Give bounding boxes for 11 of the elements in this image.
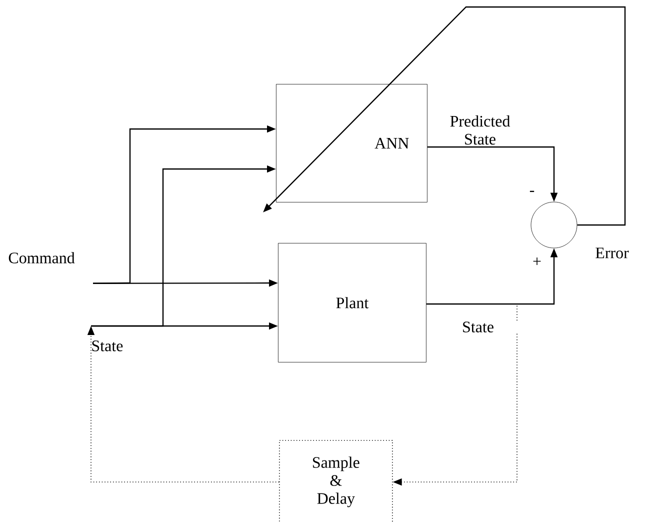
ann-box: ANN bbox=[276, 84, 428, 202]
edge-label: Predicted State bbox=[450, 115, 510, 145]
edge-label: Error bbox=[596, 248, 629, 258]
input-label: State bbox=[92, 340, 123, 352]
sign-label: - bbox=[530, 190, 534, 192]
input-label: Command bbox=[8, 252, 75, 264]
sign-label: + bbox=[533, 258, 541, 265]
edge-label: State bbox=[463, 322, 494, 332]
sample-delay-box: Sample & Delay bbox=[279, 440, 393, 523]
summing-junction bbox=[530, 202, 578, 248]
plant-box: Plant bbox=[278, 243, 426, 362]
